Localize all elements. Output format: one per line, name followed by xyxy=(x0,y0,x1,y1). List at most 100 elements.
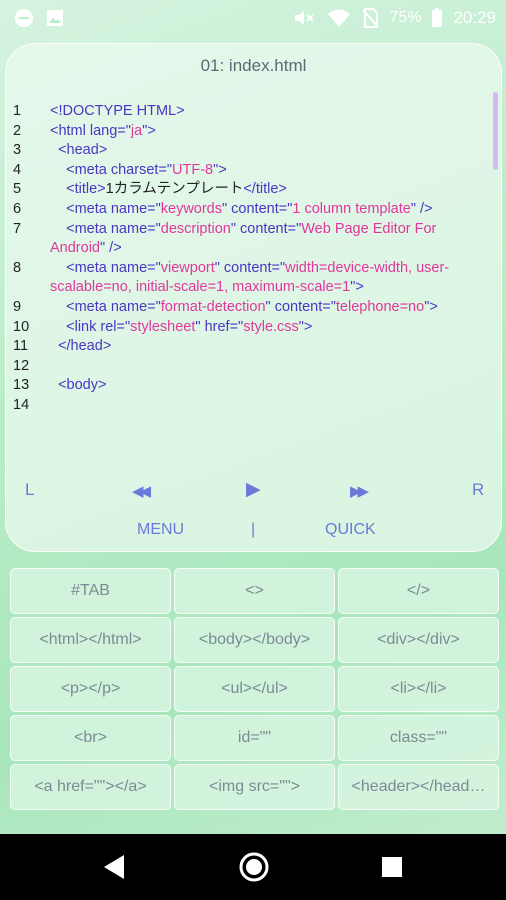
line-number: 4 xyxy=(13,161,22,178)
recents-icon[interactable] xyxy=(381,856,403,883)
snippet-key-label: <div></div> xyxy=(377,631,460,648)
code-token: " content=" xyxy=(265,298,336,315)
snippet-key-label: <a href=""></a> xyxy=(34,778,147,795)
line-number: 10 xyxy=(13,318,30,335)
line-content[interactable]: <meta name="description" content="Web Pa… xyxy=(50,220,486,259)
code-line[interactable]: 7 <meta name="description" content="Web … xyxy=(6,220,486,259)
code-line[interactable]: 11 </head> xyxy=(6,337,486,357)
editor-scrollbar[interactable] xyxy=(493,92,498,170)
code-line[interactable]: 9 <meta name="format-detection" content=… xyxy=(6,298,486,318)
snippet-key[interactable]: <br> xyxy=(10,715,171,761)
snippet-key-label: <header></head… xyxy=(351,778,486,795)
code-line[interactable]: 13 <body> xyxy=(6,376,486,396)
code-token: stylesheet xyxy=(130,318,196,335)
code-line[interactable]: 14 xyxy=(6,396,486,416)
play-button[interactable]: ▶ xyxy=(246,479,261,500)
code-token: ja xyxy=(130,122,143,139)
code-token: "> xyxy=(142,122,156,139)
code-token: <meta name=" xyxy=(50,200,161,217)
snippet-key-label: <br> xyxy=(74,729,107,746)
line-content[interactable]: <meta charset="UTF-8"> xyxy=(50,161,486,181)
cursor-left-button[interactable]: L xyxy=(25,480,35,499)
code-token: 1 column template xyxy=(292,200,411,217)
line-content[interactable]: <meta name="viewport" content="width=dev… xyxy=(50,259,486,298)
snippet-key-label: <body></body> xyxy=(198,631,311,648)
quick-button[interactable]: QUICK xyxy=(325,521,376,538)
line-content[interactable]: </head> xyxy=(50,337,486,357)
battery-icon xyxy=(431,8,443,28)
status-bar: 75% 20:29 xyxy=(0,0,506,36)
code-token: description xyxy=(160,220,231,237)
code-token: <title> xyxy=(50,181,106,198)
code-token: " href=" xyxy=(195,318,244,335)
snippet-key[interactable]: <body></body> xyxy=(174,617,335,663)
line-number: 7 xyxy=(13,220,22,237)
forward-button[interactable]: ▶▶ xyxy=(350,483,369,500)
code-token: style.css xyxy=(243,318,299,335)
code-line[interactable]: 6 <meta name="keywords" content="1 colum… xyxy=(6,200,486,220)
code-token: <meta name=" xyxy=(50,220,161,237)
code-line[interactable]: 4 <meta charset="UTF-8"> xyxy=(6,161,486,181)
home-icon[interactable] xyxy=(238,851,270,888)
snippet-key[interactable]: <li></li> xyxy=(338,666,499,712)
code-token: <html lang=" xyxy=(50,122,131,139)
code-area[interactable]: 1<!DOCTYPE HTML>2<html lang="ja">3 <head… xyxy=(6,102,486,416)
snippet-key[interactable]: #TAB xyxy=(10,568,171,614)
snippet-key[interactable]: id="" xyxy=(174,715,335,761)
code-token: telephone=no xyxy=(335,298,425,315)
snippet-key[interactable]: <a href=""></a> xyxy=(10,764,171,810)
code-token: UTF-8 xyxy=(172,161,214,178)
code-line[interactable]: 3 <head> xyxy=(6,141,486,161)
snippet-key[interactable]: <> xyxy=(174,568,335,614)
line-content[interactable]: <head> xyxy=(50,141,486,161)
line-number: 14 xyxy=(13,396,30,413)
snippet-key[interactable]: <html></html> xyxy=(10,617,171,663)
code-token: " /> xyxy=(99,240,122,257)
snippet-key[interactable]: <div></div> xyxy=(338,617,499,663)
line-content[interactable]: <!DOCTYPE HTML> xyxy=(50,102,486,122)
code-line[interactable]: 8 <meta name="viewport" content="width=d… xyxy=(6,259,486,298)
snippet-key-label: <img src=""> xyxy=(209,778,300,795)
file-title: 01: index.html xyxy=(200,56,307,75)
line-content[interactable]: <body> xyxy=(50,376,486,396)
code-line[interactable]: 12 xyxy=(6,357,486,377)
code-line[interactable]: 10 <link rel="stylesheet" href="style.cs… xyxy=(6,318,486,338)
line-content[interactable]: <meta name="keywords" content="1 column … xyxy=(50,200,486,220)
menu-button[interactable]: MENU xyxy=(137,521,185,538)
back-icon[interactable] xyxy=(100,853,128,886)
code-token: <body> xyxy=(50,377,107,394)
code-token: 1カラムテンプレート xyxy=(105,181,244,198)
snippet-key[interactable]: class="" xyxy=(338,715,499,761)
code-editor-panel[interactable]: 01: index.html 1<!DOCTYPE HTML>2<html la… xyxy=(5,43,502,552)
cursor-right-button[interactable]: R xyxy=(472,480,485,499)
code-token: <link rel=" xyxy=(50,318,131,335)
snippet-key[interactable]: <ul></ul> xyxy=(174,666,335,712)
snippet-key[interactable]: <img src=""> xyxy=(174,764,335,810)
mute-icon xyxy=(293,8,317,28)
code-line[interactable]: 2<html lang="ja"> xyxy=(6,122,486,142)
code-line[interactable]: 5 <title>1カラムテンプレート</title> xyxy=(6,180,486,200)
snippet-key[interactable]: <header></head… xyxy=(338,764,499,810)
code-line[interactable]: 1<!DOCTYPE HTML> xyxy=(6,102,486,122)
code-token: width=device-width, user-scalable=no, in… xyxy=(50,259,450,296)
snippet-key[interactable]: <p></p> xyxy=(10,666,171,712)
line-content[interactable] xyxy=(50,396,486,416)
line-number: 3 xyxy=(13,142,22,159)
line-content[interactable]: <link rel="stylesheet" href="style.css"> xyxy=(50,318,486,338)
snippet-key[interactable]: </> xyxy=(338,568,499,614)
snippet-key-label: <li></li> xyxy=(390,680,447,697)
snippet-key-label: <p></p> xyxy=(60,680,121,697)
line-number: 9 xyxy=(13,298,22,315)
line-content[interactable] xyxy=(50,357,486,377)
code-token: "> xyxy=(213,161,227,178)
navigation-bar xyxy=(0,834,506,900)
rewind-button[interactable]: ◀◀ xyxy=(132,483,151,500)
line-number: 11 xyxy=(13,338,29,355)
line-content[interactable]: <html lang="ja"> xyxy=(50,122,486,142)
code-token: <!DOCTYPE HTML> xyxy=(50,103,185,119)
line-content[interactable]: <meta name="format-detection" content="t… xyxy=(50,298,486,318)
wifi-icon xyxy=(327,8,351,28)
snippet-key-label: <> xyxy=(245,582,264,599)
line-number: 6 xyxy=(13,200,22,217)
line-content[interactable]: <title>1カラムテンプレート</title> xyxy=(50,180,486,200)
